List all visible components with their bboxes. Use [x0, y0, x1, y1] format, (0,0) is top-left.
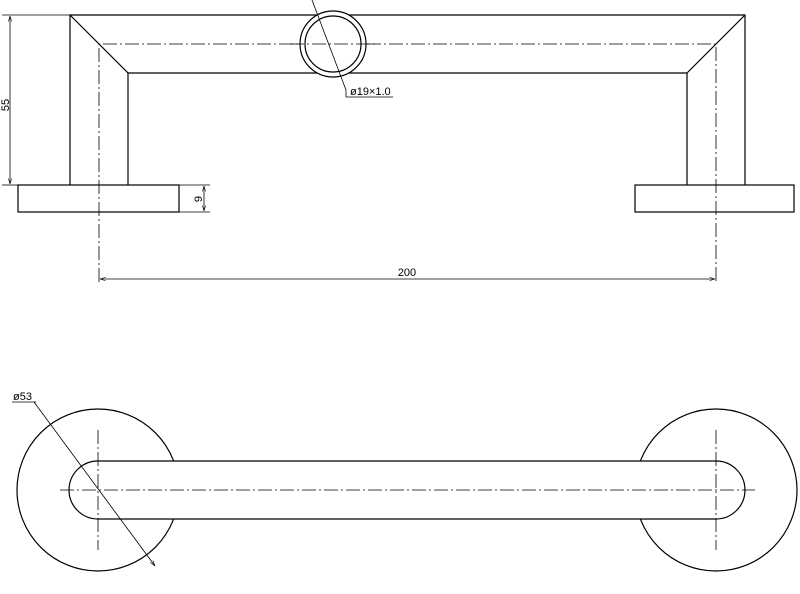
- right-base-plate: [634, 184, 795, 213]
- left-base-plate: [17, 184, 180, 213]
- base-dim-label: 9: [193, 196, 205, 202]
- centres-dim-label: 200: [398, 267, 416, 279]
- tube-dim-label: ø19×1.0: [350, 86, 391, 98]
- tube-section: [290, 0, 376, 91]
- height-dim-label: 55: [0, 99, 12, 111]
- bar-outer-outline: [69, 14, 746, 185]
- bar-centre-line: [98, 43, 717, 282]
- rose-dim-leader: [33, 401, 155, 566]
- rose-dim-label: ø53: [13, 391, 32, 403]
- plan-view: ø53: [12, 391, 798, 572]
- bar-inner-outline: [127, 72, 688, 185]
- side-view: ø19×1.0 55 9 200: [0, 0, 795, 282]
